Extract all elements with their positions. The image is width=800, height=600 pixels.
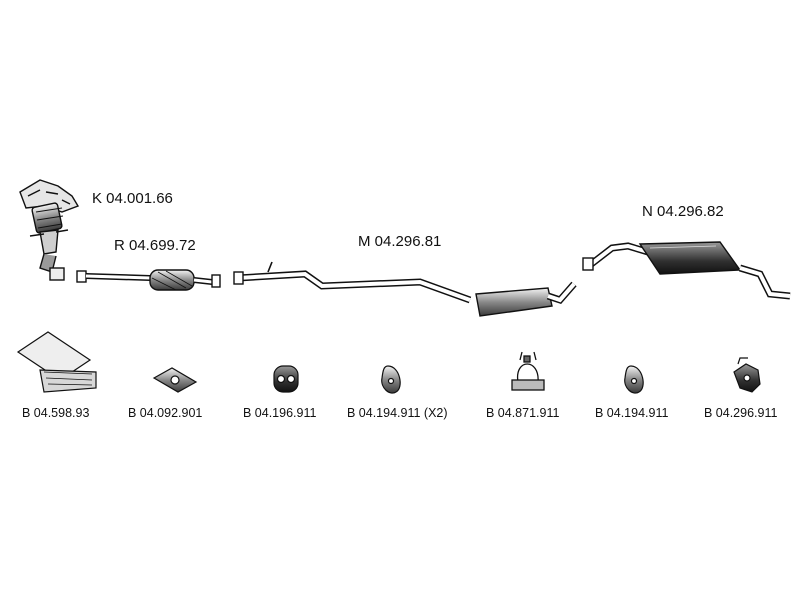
rear-silencer-part (582, 241, 791, 300)
front-pipe-part (76, 269, 221, 291)
rubber-mount-part (381, 365, 401, 394)
gasket-part (152, 367, 198, 393)
hardware-label-6: B 04.194.911 (595, 406, 669, 420)
bracket-part (733, 357, 761, 393)
assembly-label-m: M 04.296.81 (358, 233, 442, 250)
manifold-catalyst-part (19, 179, 80, 281)
hardware-label-4: B 04.194.911 (X2) (347, 406, 448, 420)
assembly-label-n: N 04.296.82 (642, 203, 724, 220)
hardware-label-5: B 04.871.911 (486, 406, 560, 420)
pipe-clamp-part (511, 351, 545, 391)
hardware-label-3: B 04.196.911 (243, 406, 317, 420)
hardware-label-1: B 04.598.93 (22, 406, 90, 420)
hardware-label-7: B 04.296.911 (704, 406, 778, 420)
assembly-label-r: R 04.699.72 (114, 237, 196, 254)
rubber-hanger-part (273, 365, 299, 393)
hardware-label-2: B 04.092.901 (128, 406, 203, 420)
gasket-kit-part (16, 331, 97, 393)
assembly-label-k: K 04.001.66 (92, 190, 173, 207)
rubber-mount-part-2 (624, 365, 644, 394)
middle-silencer-part (233, 261, 577, 317)
